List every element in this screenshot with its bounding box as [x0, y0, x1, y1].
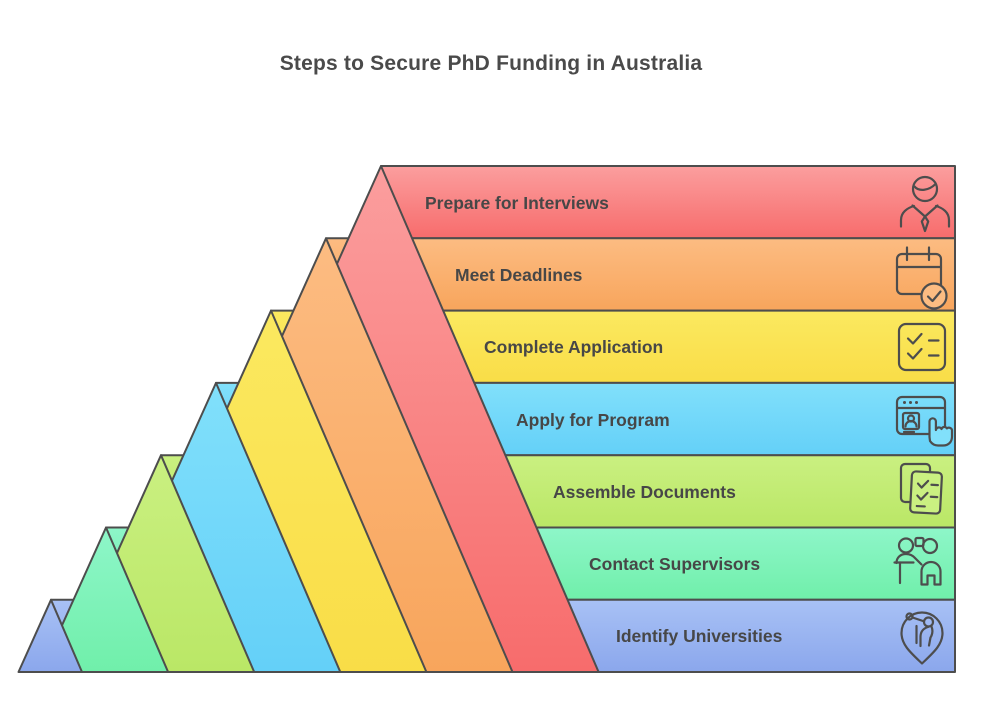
step-label: Identify Universities — [616, 626, 783, 646]
map-pin-search-icon — [900, 611, 944, 665]
step-label: Assemble Documents — [553, 482, 736, 502]
step-icons — [893, 175, 954, 665]
people-meeting-icon — [893, 536, 942, 586]
step-peak-identify-universities — [17, 598, 83, 673]
step-peak-contact-supervisors — [40, 526, 170, 673]
step-label: Apply for Program — [516, 410, 670, 430]
page-title: Steps to Secure PhD Funding in Australia — [279, 52, 703, 75]
interview-person-icon — [899, 175, 951, 233]
calendar-check-icon — [895, 246, 948, 310]
step-peaks — [17, 165, 600, 673]
checklist-icon — [897, 322, 947, 372]
step-label: Complete Application — [484, 337, 663, 357]
step-label: Prepare for Interviews — [425, 193, 609, 213]
step-labels: Prepare for Interviews Meet Deadlines Co… — [425, 193, 783, 646]
stacked-documents-icon — [899, 462, 943, 515]
browser-apply-icon — [895, 395, 954, 447]
step-label: Contact Supervisors — [589, 554, 760, 574]
step-label: Meet Deadlines — [455, 265, 583, 285]
